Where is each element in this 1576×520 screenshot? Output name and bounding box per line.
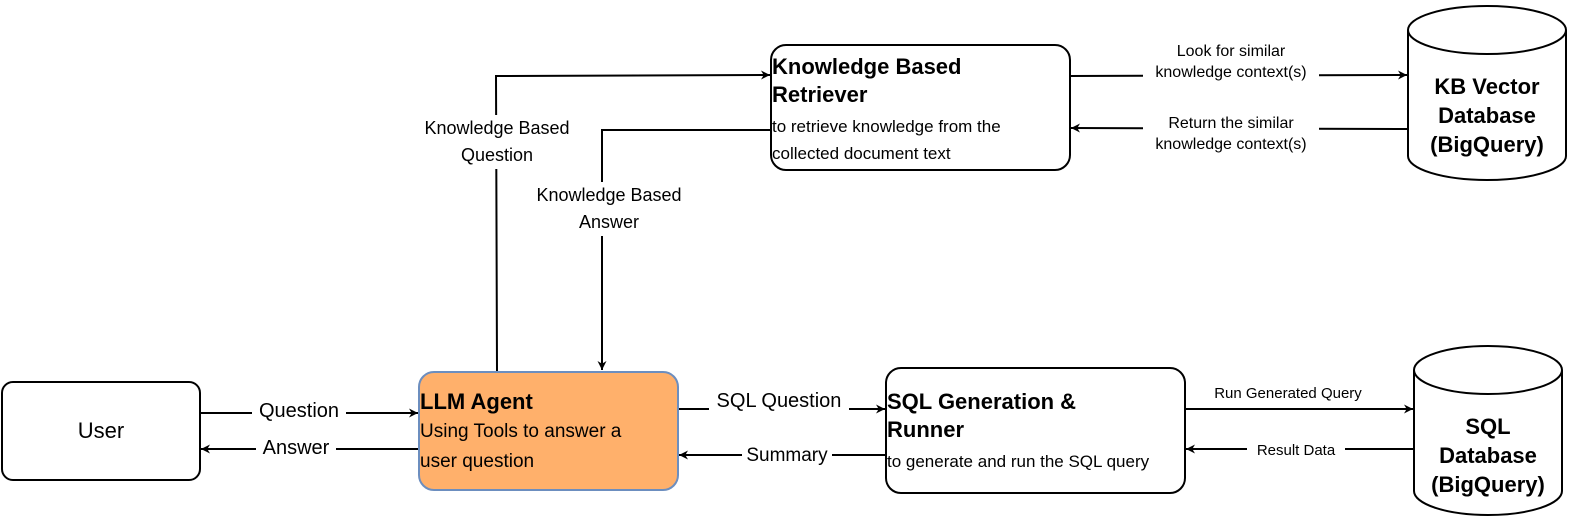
edge-label-kb-answer-line1: Knowledge Based xyxy=(536,185,682,205)
llm-agent-desc-line1: Using Tools to answer a xyxy=(420,421,622,442)
user-node[interactable]: User xyxy=(1,381,201,481)
edge-label-question: Question xyxy=(252,398,346,425)
kb-retriever-desc-line2: collected document text xyxy=(772,144,951,163)
edge-label-return-similar-line1: Return the similar xyxy=(1168,115,1294,132)
sql-database-label: SQL Database (BigQuery) xyxy=(1414,412,1562,499)
sql-database-line3: (BigQuery) xyxy=(1431,472,1545,497)
edge-label-kb-answer: Knowledge Based Answer xyxy=(524,182,694,236)
kb-retriever-desc-line1: to retrieve knowledge from the xyxy=(772,117,1001,136)
kb-database-line1: KB Vector xyxy=(1434,74,1540,99)
edge-label-return-similar: Return the similar knowledge context(s) xyxy=(1143,113,1319,155)
sql-database-line1: SQL xyxy=(1465,414,1511,439)
sql-database-cylinder[interactable] xyxy=(1413,345,1563,516)
edge-kb-answer xyxy=(597,129,770,370)
edge-label-run-query: Run Generated Query xyxy=(1207,383,1369,404)
sql-runner-node[interactable]: SQL Generation & Runner to generate and … xyxy=(885,367,1186,494)
edge-label-look-similar-line2: knowledge context(s) xyxy=(1155,64,1307,81)
edge-label-return-similar-line2: knowledge context(s) xyxy=(1155,136,1307,153)
kb-database-line2: Database xyxy=(1438,103,1536,128)
edge-label-summary: Summary xyxy=(742,442,832,469)
edge-label-answer: Answer xyxy=(256,435,336,462)
edge-label-look-similar: Look for similar knowledge context(s) xyxy=(1143,41,1319,83)
user-label: User xyxy=(77,418,125,443)
sql-database-line2: Database xyxy=(1439,443,1537,468)
edge-label-kb-question-line2: Question xyxy=(460,145,534,165)
sql-runner-title-line2: Runner xyxy=(887,417,964,442)
llm-agent-node[interactable]: LLM Agent Using Tools to answer a user q… xyxy=(418,371,679,491)
llm-agent-title: LLM Agent xyxy=(420,389,533,414)
edge-label-result-data: Result Data xyxy=(1247,440,1345,461)
kb-retriever-node[interactable]: Knowledge Based Retriever to retrieve kn… xyxy=(770,44,1071,171)
edge-kb-question xyxy=(494,70,771,373)
edge-label-sql-question: SQL Question xyxy=(709,388,849,415)
kb-retriever-title-line1: Knowledge Based xyxy=(772,54,962,79)
kb-retriever-title-line2: Retriever xyxy=(772,82,868,107)
llm-agent-desc-line2: user question xyxy=(420,451,535,472)
edge-label-kb-answer-line2: Answer xyxy=(578,212,640,232)
sql-runner-title-line1: SQL Generation & xyxy=(887,389,1077,414)
kb-database-cylinder[interactable] xyxy=(1407,5,1567,181)
edge-label-look-similar-line1: Look for similar xyxy=(1176,43,1286,60)
edge-label-kb-question: Knowledge Based Question xyxy=(412,115,582,169)
edge-label-kb-question-line1: Knowledge Based xyxy=(424,118,570,138)
sql-runner-desc: to generate and run the SQL query xyxy=(887,452,1150,471)
kb-database-label: KB Vector Database (BigQuery) xyxy=(1408,72,1566,159)
kb-database-line3: (BigQuery) xyxy=(1430,132,1544,157)
